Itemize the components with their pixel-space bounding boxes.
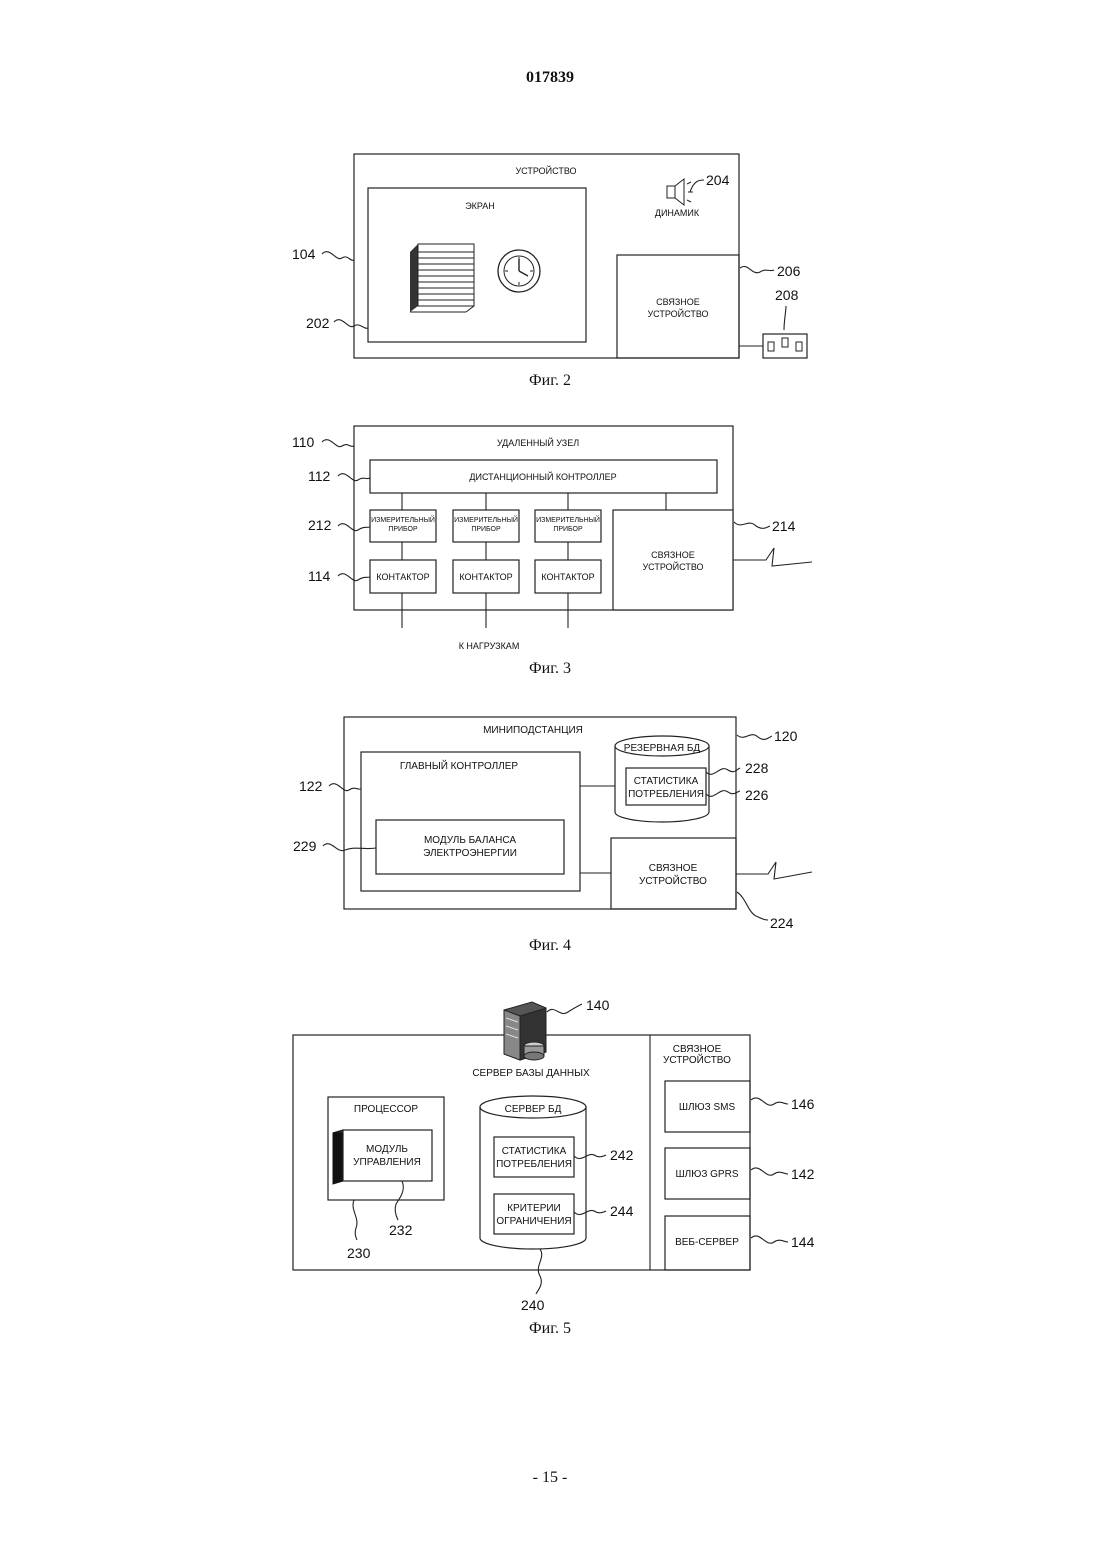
ref-229: 229 xyxy=(293,838,317,854)
ref-230: 230 xyxy=(347,1245,371,1261)
ref-146: 146 xyxy=(791,1096,815,1112)
clock-icon xyxy=(498,250,540,292)
contactor-3-label: КОНТАКТОР xyxy=(541,572,594,582)
connector-plug-icon xyxy=(763,334,807,358)
document-number: 017839 xyxy=(526,69,574,86)
db-server-label: СЕРВЕР БАЗЫ ДАННЫХ xyxy=(472,1068,590,1079)
stats-4-line-1: СТАТИСТИКА xyxy=(634,776,699,787)
stats-5-line-2: ПОТРЕБЛЕНИЯ xyxy=(496,1159,572,1170)
web-server-label: ВЕБ-СЕРВЕР xyxy=(675,1237,739,1248)
meter-3-line-1: ИЗМЕРИТЕЛЬНЫЙ xyxy=(536,515,600,524)
processor-label: ПРОЦЕССОР xyxy=(354,1104,418,1115)
gprs-gateway-label: ШЛЮЗ GPRS xyxy=(676,1169,739,1180)
comm-device-label-2: УСТРОЙСТВО xyxy=(647,308,708,319)
main-controller-box xyxy=(361,752,580,891)
ref-110: 110 xyxy=(292,434,315,450)
ref-120: 120 xyxy=(774,728,798,744)
ref-206: 206 xyxy=(777,263,801,279)
ref-114: 114 xyxy=(308,568,331,584)
comm-device-5-line-1: СВЯЗНОЕ xyxy=(673,1044,722,1055)
ref-142: 142 xyxy=(791,1166,815,1182)
ref-240: 240 xyxy=(521,1297,545,1313)
ref-214: 214 xyxy=(772,518,796,534)
criteria-line-1: КРИТЕРИИ xyxy=(507,1203,561,1214)
fig3-caption: Фиг. 3 xyxy=(529,660,571,677)
balance-module-box xyxy=(376,820,564,874)
remote-controller-label: ДИСТАНЦИОННЫЙ КОНТРОЛЛЕР xyxy=(469,471,616,482)
speaker-label: ДИНАМИК xyxy=(655,208,700,218)
control-module-line-1: МОДУЛЬ xyxy=(366,1144,408,1155)
comm-device-label-1: СВЯЗНОЕ xyxy=(656,297,700,307)
comm-device-4-line-1: СВЯЗНОЕ xyxy=(649,863,698,874)
screen-list-icon xyxy=(410,244,474,312)
ref-140: 140 xyxy=(586,997,610,1013)
meter-2-line-2: ПРИБОР xyxy=(471,526,501,533)
ref-242: 242 xyxy=(610,1147,634,1163)
ref-204: 204 xyxy=(706,172,730,188)
ref-208: 208 xyxy=(775,287,799,303)
balance-module-line-2: ЭЛЕКТРОЭНЕРГИИ xyxy=(423,848,517,859)
ref-244: 244 xyxy=(610,1203,634,1219)
ref-202: 202 xyxy=(306,315,330,331)
comm-device-box-3 xyxy=(613,510,733,610)
ref-212: 212 xyxy=(308,517,332,533)
db-cylinder-label: СЕРВЕР БД xyxy=(505,1104,562,1115)
lightning-link-icon xyxy=(733,548,812,566)
ref-104: 104 xyxy=(292,246,316,262)
device-label: УСТРОЙСТВО xyxy=(515,165,576,176)
balance-module-line-1: МОДУЛЬ БАЛАНСА xyxy=(424,835,516,846)
fig4-caption: Фиг. 4 xyxy=(529,937,571,954)
comm-device-5-line-2: УСТРОЙСТВО xyxy=(663,1053,731,1066)
ref-228: 228 xyxy=(745,760,769,776)
lightning-link-icon-4 xyxy=(736,862,812,879)
meter-1-line-2: ПРИБОР xyxy=(388,526,418,533)
page-number: - 15 - xyxy=(533,1469,568,1486)
stats-5-line-1: СТАТИСТИКА xyxy=(502,1146,567,1157)
control-module-line-2: УПРАВЛЕНИЯ xyxy=(353,1157,421,1168)
comm-device-3-line-2: УСТРОЙСТВО xyxy=(642,561,703,572)
figure-4: МИНИПОДСТАНЦИЯ ГЛАВНЫЙ КОНТРОЛЛЕР МОДУЛЬ… xyxy=(293,717,812,954)
screen-label: ЭКРАН xyxy=(465,201,495,211)
sms-gateway-label: ШЛЮЗ SMS xyxy=(679,1102,736,1113)
comm-device-3-line-1: СВЯЗНОЕ xyxy=(651,550,695,560)
contactor-2-label: КОНТАКТОР xyxy=(459,572,512,582)
ref-224: 224 xyxy=(770,915,794,931)
fig5-caption: Фиг. 5 xyxy=(529,1320,571,1337)
screen-box xyxy=(368,188,586,342)
ref-226: 226 xyxy=(745,787,769,803)
mini-substation-label: МИНИПОДСТАНЦИЯ xyxy=(483,725,583,736)
ref-112: 112 xyxy=(308,468,331,484)
speaker-icon xyxy=(667,179,693,205)
stats-4-line-2: ПОТРЕБЛЕНИЯ xyxy=(628,789,704,800)
figure-3: УДАЛЕННЫЙ УЗЕЛ ДИСТАНЦИОННЫЙ КОНТРОЛЛЕР … xyxy=(292,426,812,677)
remote-node-label: УДАЛЕННЫЙ УЗЕЛ xyxy=(497,437,579,448)
figure-2: УСТРОЙСТВО ЭКРАН xyxy=(292,154,807,389)
criteria-line-2: ОГРАНИЧЕНИЯ xyxy=(496,1216,571,1227)
comm-device-4-line-2: УСТРОЙСТВО xyxy=(639,874,707,887)
ref-232: 232 xyxy=(389,1222,413,1238)
ref-122: 122 xyxy=(299,778,323,794)
ref-144: 144 xyxy=(791,1234,815,1250)
main-controller-label: ГЛАВНЫЙ КОНТРОЛЛЕР xyxy=(400,759,519,772)
fig2-caption: Фиг. 2 xyxy=(529,372,571,389)
server-tower-icon xyxy=(504,1002,546,1060)
backup-db-label: РЕЗЕРВНАЯ БД xyxy=(624,743,701,754)
meter-3-line-2: ПРИБОР xyxy=(553,526,583,533)
to-loads-label: К НАГРУЗКАМ xyxy=(459,641,520,651)
meter-1-line-1: ИЗМЕРИТЕЛЬНЫЙ xyxy=(371,515,435,524)
contactor-1-label: КОНТАКТОР xyxy=(376,572,429,582)
figure-5: 140 СЕРВЕР БАЗЫ ДАННЫХ ПРОЦЕССОР МОДУЛЬ … xyxy=(293,997,815,1337)
meter-2-line-1: ИЗМЕРИТЕЛЬНЫЙ xyxy=(454,515,518,524)
